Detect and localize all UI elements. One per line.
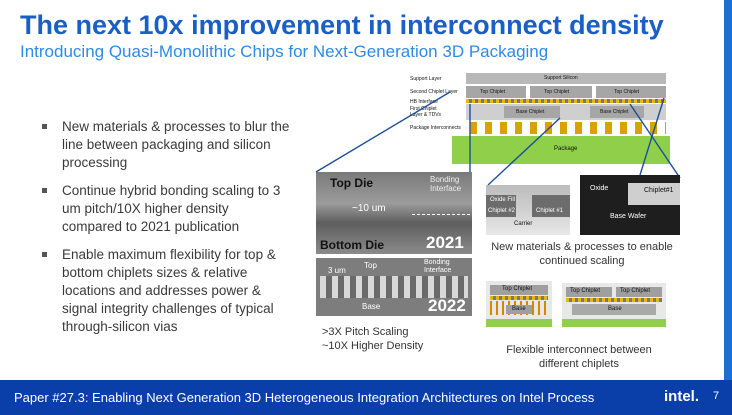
top-chiplet-block <box>566 287 612 297</box>
top-chiplet-label: Top Chiplet <box>620 288 651 294</box>
bonding-interface-label: Bonding Interface <box>424 259 452 274</box>
base-label: Base <box>512 306 526 312</box>
layer-label: Support Layer <box>410 76 442 82</box>
bump-row <box>490 296 548 300</box>
page-number: 7 <box>713 390 720 402</box>
base-label: Base <box>362 302 381 311</box>
bullet-item: New materials & processes to blur the li… <box>40 118 290 172</box>
package-substrate: Package <box>452 136 670 164</box>
layer-label: Second Chiplet Layer <box>410 89 458 95</box>
carrier-label: Carrier <box>514 221 533 227</box>
base-chiplet-2: Base Chiplet <box>590 106 644 118</box>
chiplet-2-label: Chiplet #2 <box>488 208 516 214</box>
materials-caption: New materials & processes to enable cont… <box>491 241 673 267</box>
chiplet-1-label: Chiplet #1 <box>536 208 564 214</box>
support-silicon: Support Silicon <box>466 73 666 84</box>
bullet-item: Continue hybrid bonding scaling to 3 um … <box>40 182 290 236</box>
top-label: Top <box>364 261 377 270</box>
flex-image-small: Top Chiplet Base <box>486 281 552 327</box>
interface-dashed-line <box>412 214 470 215</box>
sem-image-2022: 3 um Top Bonding Interface Base 2022 <box>316 258 472 316</box>
top-chiplet-block <box>490 285 548 295</box>
bump-row <box>566 298 662 302</box>
top-chiplet-3: Top Chiplet <box>596 86 666 98</box>
bonding-interface-label: Bonding Interface <box>430 175 462 193</box>
base-block <box>572 304 656 315</box>
bump-row <box>320 276 468 298</box>
bullet-list: New materials & processes to blur the li… <box>40 118 290 346</box>
chiplet-label: Chiplet#1 <box>644 187 674 194</box>
top-chiplet-2: Top Chiplet <box>530 86 592 98</box>
top-chiplet-1: Top Chiplet <box>466 86 526 98</box>
footer-bar: Paper #27.3: Enabling Next Generation 3D… <box>0 380 732 415</box>
top-die-label: Top Die <box>330 176 374 190</box>
layer-label: First Chiplet Layer & TDVs <box>410 106 442 118</box>
bullet-item: Enable maximum flexibility for top & bot… <box>40 246 290 336</box>
slide-subtitle: Introducing Quasi-Monolithic Chips for N… <box>20 42 549 61</box>
pitch-caption: >3X Pitch Scaling ~10X Higher Density <box>322 326 424 352</box>
year-label: 2021 <box>426 233 464 252</box>
base-label: Base <box>608 306 622 312</box>
flex-image-large: Top Chiplet Top Chiplet Base <box>562 283 666 327</box>
chiplet-strip <box>628 183 680 205</box>
slide-title: The next 10x improvement in interconnect… <box>20 10 664 40</box>
intel-logo: intel. <box>664 388 700 405</box>
top-chiplet-block <box>616 287 662 297</box>
chiplet-1-block <box>532 195 570 217</box>
accent-band <box>724 0 732 380</box>
base-wafer-label: Base Wafer <box>610 213 647 220</box>
layer-label: Package Interconnects <box>410 125 461 131</box>
base-block <box>506 305 532 314</box>
year-label: 2022 <box>428 296 466 315</box>
base-wafer-image: Oxide Chiplet#1 Base Wafer <box>580 175 680 235</box>
package-layer <box>562 319 666 327</box>
scale-label: 3 um <box>328 266 346 275</box>
package-layer <box>486 319 552 327</box>
top-chiplet-label: Top Chiplet <box>502 286 533 292</box>
oxide-fill-image: Oxide Fill Chiplet #2 Chiplet #1 Carrier <box>486 185 570 235</box>
package-interconnects <box>470 122 666 134</box>
sem-image-2021: Top Die Bonding Interface ~10 um Bottom … <box>316 172 472 254</box>
chiplet-2-block <box>486 195 516 217</box>
package-cross-section: Support Layer Second Chiplet Layer HB In… <box>408 72 670 168</box>
flexible-caption: Flexible interconnect between different … <box>506 344 652 370</box>
hb-interface <box>466 99 666 103</box>
top-chiplet-label: Top Chiplet <box>570 288 601 294</box>
scale-label: ~10 um <box>352 203 386 214</box>
base-chiplet-1: Base Chiplet <box>504 106 560 118</box>
oxide-label: Oxide <box>590 185 609 192</box>
footer-paper-title: Paper #27.3: Enabling Next Generation 3D… <box>14 390 595 405</box>
bottom-die-label: Bottom Die <box>320 238 384 252</box>
layer-label: HB Interface <box>410 99 438 105</box>
oxide-fill-label: Oxide Fill <box>490 197 516 203</box>
